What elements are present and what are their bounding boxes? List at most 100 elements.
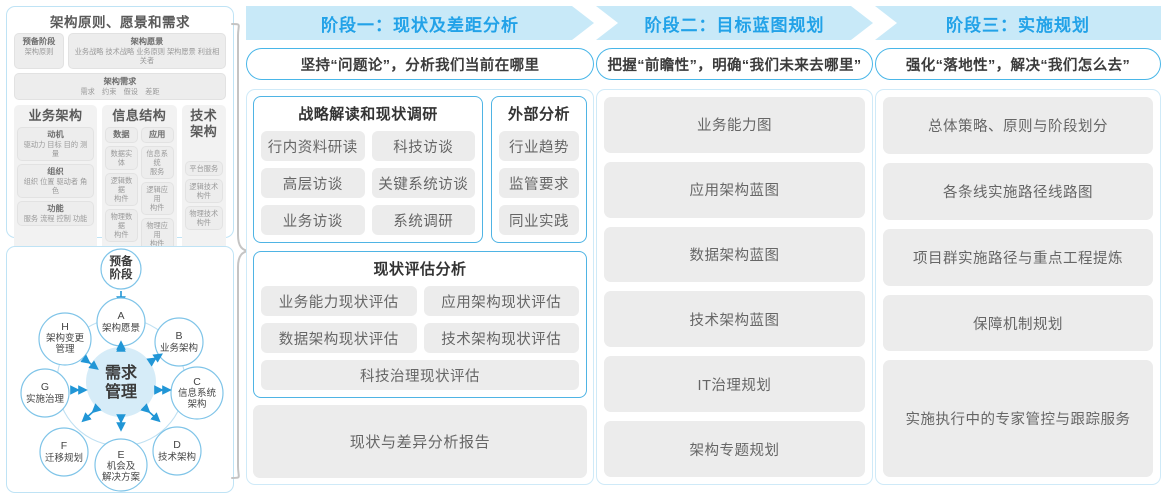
togaf-requirements-sub: 需求 约束 假设 差距 <box>80 87 160 96</box>
togaf-column-information-title: 信息结构 <box>112 108 167 123</box>
adm-node-h <box>38 312 92 366</box>
chip-arch-topic-plan[interactable]: 架构专题规划 <box>604 421 865 477</box>
stage-2-header: 阶段二：目标蓝图规划 <box>596 6 873 40</box>
chip-exec-interview[interactable]: 高层访谈 <box>261 168 365 198</box>
chip-regulatory[interactable]: 监管要求 <box>499 168 579 198</box>
chip-key-system-interview[interactable]: 关键系统访谈 <box>371 168 475 198</box>
card-external-analysis: 外部分析 行业趋势 监管要求 同业实践 <box>491 96 587 243</box>
chip-tech-governance-assess[interactable]: 科技治理现状评估 <box>261 360 579 390</box>
stage-3: 阶段三：实施规划 强化“落地性”，解决“我们怎么去” 总体策略、原则与阶段划分 … <box>875 6 1161 493</box>
card-current-state-assessment: 现状评估分析 业务能力现状评估 应用架构现状评估 数据架构现状评估 技术架构现状… <box>253 251 587 398</box>
card-strategy-research-title: 战略解读和现状调研 <box>298 106 438 123</box>
stage-2: 阶段二：目标蓝图规划 把握“前瞻性”，明确“我们未来去哪里” 业务能力图 应用架… <box>596 6 873 493</box>
adm-node-a-label: 架构愿景 <box>102 322 140 334</box>
chip-peer-practice[interactable]: 同业实践 <box>499 205 579 235</box>
adm-center-line1: 需求 <box>105 363 138 382</box>
togaf-tile-motivation: 动机 驱动力 目标 目的 测量 <box>17 127 94 161</box>
adm-node-d-label: 技术架构 <box>158 451 196 463</box>
togaf-column-business-title: 业务架构 <box>28 108 83 123</box>
adm-node-f <box>39 427 89 477</box>
chip-it-governance-plan[interactable]: IT治理规划 <box>604 356 865 413</box>
stage-1: 阶段一：现状及差距分析 坚持“问题论”，分析我们当前在哪里 战略解读和现状调研 … <box>246 6 594 493</box>
chip-app-arch-assess[interactable]: 应用架构现状评估 <box>423 286 579 316</box>
togaf-content-framework-card: 架构原则、愿景和需求 预备阶段 架构原则 架构愿景 业务战略 技术战略 业务原则… <box>6 6 234 302</box>
adm-node-f-label: 迁移规划 <box>45 452 83 464</box>
adm-center-line2: 管理 <box>105 382 137 401</box>
chip-system-survey[interactable]: 系统调研 <box>371 205 475 235</box>
adm-node-c-label1: 信息系统 <box>178 387 217 399</box>
togaf-subcolumn-data: 数据 数据实体 逻辑数据 构件 物理数据 构件 <box>104 127 138 251</box>
adm-prelim-line1: 预备 <box>110 254 133 268</box>
adm-node-b-label: 业务架构 <box>160 342 198 354</box>
togaf-tile-organization: 组织 组织 位置 驱动者 角色 <box>17 164 94 198</box>
adm-node-e-label2: 解决方案 <box>102 471 141 483</box>
adm-node-b <box>154 317 204 367</box>
adm-center-circle <box>86 347 156 417</box>
adm-node-prelim <box>100 248 142 290</box>
chip-gap-analysis-report[interactable]: 现状与差异分析报告 <box>253 405 587 478</box>
adm-node-d-key: D <box>173 439 181 451</box>
stage-1-title: 阶段一：现状及差距分析 <box>321 15 519 35</box>
chip-line-roadmap[interactable]: 各条线实施路径线路图 <box>883 162 1153 220</box>
togaf-prelim-header: 预备阶段 <box>22 37 56 46</box>
adm-node-d <box>152 426 202 476</box>
togaf-vision-header: 架构愿景 <box>130 37 164 46</box>
togaf-vision-tile: 架构愿景 业务战略 技术战略 业务原则 架构愿景 利益相关者 <box>68 33 226 69</box>
togaf-architecture-columns: 业务架构 动机 驱动力 目标 目的 测量 组织 组织 位置 驱动者 角色 功能 <box>14 105 226 254</box>
chip-overall-strategy[interactable]: 总体策略、原则与阶段划分 <box>883 97 1153 154</box>
stage-3-header: 阶段三：实施规划 <box>875 6 1161 40</box>
togaf-column-business: 业务架构 动机 驱动力 目标 目的 测量 组织 组织 位置 驱动者 角色 功能 <box>14 105 97 254</box>
adm-node-h-label2: 管理 <box>55 343 75 355</box>
adm-node-e-label1: 机会及 <box>107 460 136 472</box>
chip-tech-arch-blueprint[interactable]: 技术架构蓝图 <box>604 291 865 348</box>
togaf-column-information: 信息结构 数据 数据实体 逻辑数据 构件 物理数据 构件 <box>101 105 177 254</box>
stage-3-body: 总体策略、原则与阶段划分 各条线实施路径线路图 项目群实施路径与重点工程提炼 保… <box>875 89 1161 485</box>
adm-node-c-key: C <box>193 376 201 388</box>
chip-tech-interview[interactable]: 科技访谈 <box>371 131 475 161</box>
adm-node-e-key: E <box>117 449 124 461</box>
card-current-state-assessment-title: 现状评估分析 <box>373 261 467 278</box>
stage-1-header: 阶段一：现状及差距分析 <box>246 6 594 40</box>
adm-node-h-label1: 架构变更 <box>46 332 85 344</box>
chip-data-arch-assess[interactable]: 数据架构现状评估 <box>261 323 417 353</box>
adm-prelim-line2: 阶段 <box>110 267 133 281</box>
adm-node-g <box>20 368 70 418</box>
chip-industry-trend[interactable]: 行业趋势 <box>499 131 579 161</box>
togaf-column-technology-title: 技术架构 <box>190 108 218 139</box>
stage-2-subtitle: 把握“前瞻性”，明确“我们未来去哪里” <box>596 48 873 80</box>
stage-3-title: 阶段三：实施规划 <box>946 15 1090 35</box>
chip-business-capability-assess[interactable]: 业务能力现状评估 <box>261 286 417 316</box>
stage-3-subtitle: 强化“落地性”，解决“我们怎么去” <box>875 48 1161 80</box>
chip-expert-control-service[interactable]: 实施执行中的专家管控与跟踪服务 <box>883 360 1153 477</box>
adm-node-a <box>96 297 146 347</box>
adm-node-e <box>94 438 148 492</box>
card-strategy-research: 战略解读和现状调研 行内资料研读 科技访谈 高层访谈 关键系统访谈 业务访谈 系 <box>253 96 483 243</box>
chip-tech-arch-assess[interactable]: 技术架构现状评估 <box>423 323 579 353</box>
adm-node-a-key: A <box>117 310 124 322</box>
togaf-band-vision: 预备阶段 架构原则 架构愿景 业务战略 技术战略 业务原则 架构愿景 利益相关者 <box>14 33 226 69</box>
togaf-prelim-tile: 预备阶段 架构原则 <box>14 33 64 69</box>
chip-business-interview[interactable]: 业务访谈 <box>261 205 365 235</box>
chip-business-capability-map[interactable]: 业务能力图 <box>604 97 865 153</box>
togaf-subcolumn-application: 应用 信息系统 服务 逻辑应用 构件 物理应用 构件 <box>140 127 174 251</box>
chip-internal-material[interactable]: 行内资料研读 <box>261 131 365 161</box>
chip-assurance-mechanism[interactable]: 保障机制规划 <box>883 294 1153 352</box>
adm-node-h-key: H <box>61 321 69 333</box>
chip-app-arch-blueprint[interactable]: 应用架构蓝图 <box>604 161 865 218</box>
chip-program-roadmap[interactable]: 项目群实施路径与重点工程提炼 <box>883 228 1153 286</box>
stage-1-top-row: 战略解读和现状调研 行内资料研读 科技访谈 高层访谈 关键系统访谈 业务访谈 系 <box>253 96 587 243</box>
left-panel: 架构原则、愿景和需求 预备阶段 架构原则 架构愿景 业务战略 技术战略 业务原则… <box>6 6 234 493</box>
card-external-analysis-title: 外部分析 <box>507 106 570 123</box>
adm-node-g-label: 实施治理 <box>26 393 65 405</box>
adm-node-b-key: B <box>175 330 182 342</box>
adm-cycle-diagram: 预备 阶段 需求 管理 A 架构愿景 B 业务架构 C <box>20 248 224 492</box>
togaf-column-technology: 技术架构 平台服务 逻辑技术 构件 物理技术 构件 <box>181 105 226 254</box>
stage-2-body: 业务能力图 应用架构蓝图 数据架构蓝图 技术架构蓝图 IT治理规划 架构专题规划 <box>596 89 873 485</box>
adm-node-g-key: G <box>41 381 49 393</box>
adm-node-f-key: F <box>61 440 67 452</box>
stage-1-subtitle: 坚持“问题论”，分析我们当前在哪里 <box>246 48 594 80</box>
chip-data-arch-blueprint[interactable]: 数据架构蓝图 <box>604 226 865 283</box>
adm-cycle-card: 预备 阶段 需求 管理 A 架构愿景 B 业务架构 C <box>6 246 234 493</box>
stage-2-title: 阶段二：目标蓝图规划 <box>644 15 825 35</box>
